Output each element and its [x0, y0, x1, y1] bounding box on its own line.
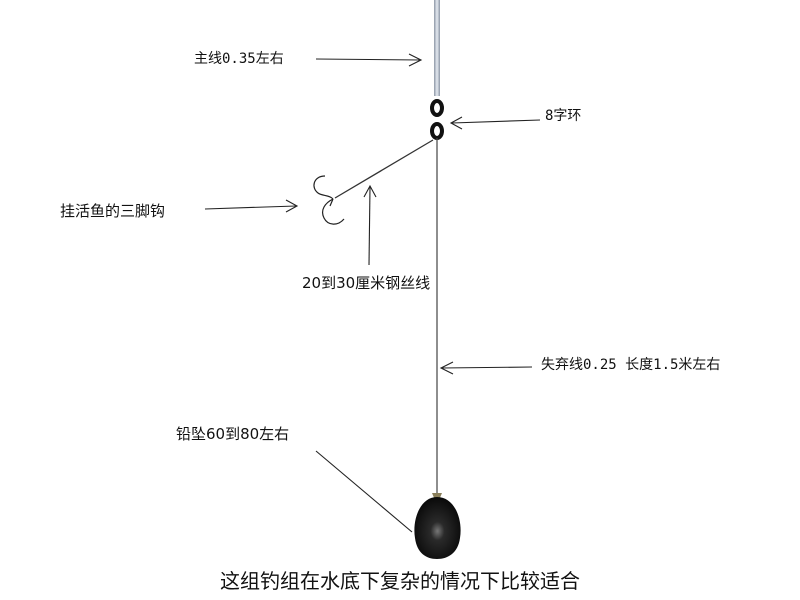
main-line-arrow	[315, 53, 423, 67]
main-line-label: 主线0.35左右	[194, 51, 284, 67]
drop-line-arrow	[439, 361, 533, 375]
treble-hook-label: 挂活鱼的三脚钩	[60, 202, 166, 220]
sinker-label: 铅坠60到80左右	[176, 425, 290, 443]
sinker-pointer	[315, 450, 413, 533]
steel-wire-arrow	[363, 184, 377, 266]
treble-hook-icon	[313, 175, 345, 225]
swivel-icon	[430, 99, 444, 140]
caption: 这组钓组在水底下复杂的情况下比较适合	[220, 569, 580, 593]
drop-line-label: 失弃线0.25 长度1.5米左右	[541, 357, 721, 373]
sinker-icon	[414, 493, 461, 559]
steel-wire-label: 20到30厘米钢丝线	[302, 274, 431, 292]
treble-hook-arrow	[204, 199, 299, 213]
main-line	[434, 0, 440, 96]
swivel-label: 8字环	[545, 108, 582, 124]
steel-wire-line	[334, 139, 434, 199]
swivel-arrow	[449, 116, 541, 130]
